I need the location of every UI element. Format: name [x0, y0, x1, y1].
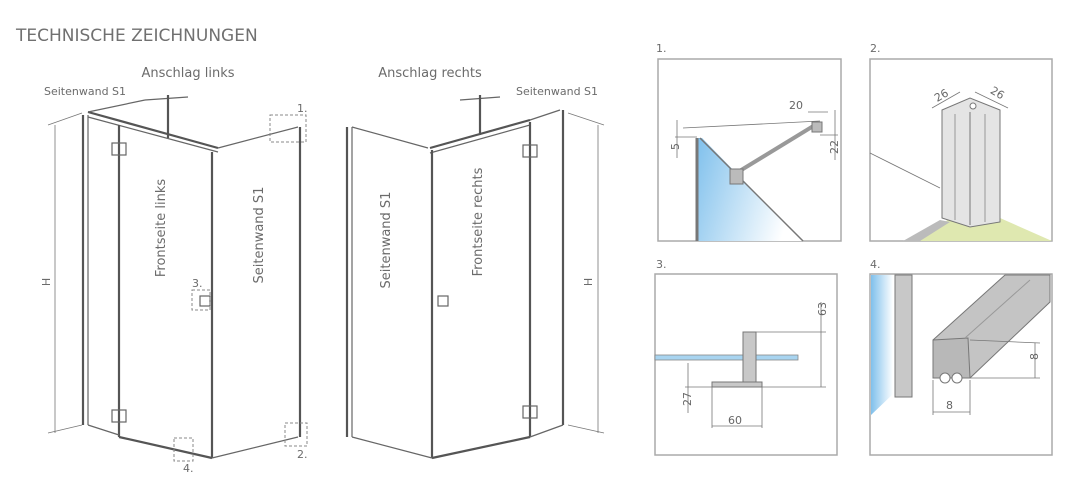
dim-22: 22	[828, 140, 841, 154]
detail-4: 4. 8 8	[869, 258, 1053, 456]
callout-4: 4.	[183, 462, 194, 475]
callout-2: 2.	[297, 448, 308, 461]
callout-1: 1.	[297, 102, 308, 115]
dim-63: 63	[816, 302, 829, 316]
dim-8-vertical: 8	[1028, 353, 1041, 360]
height-label: H	[582, 278, 595, 286]
drawing-anschlag-rechts: Anschlag rechts Seitenwand S1 H Seitenwa…	[345, 66, 605, 460]
callout-3: 3.	[192, 277, 203, 290]
front-label: Frontseite rechts	[471, 167, 486, 276]
page-heading: TECHNISCHE ZEICHNUNGEN	[15, 26, 258, 46]
dim-60: 60	[728, 414, 742, 427]
dim-8-horizontal: 8	[946, 399, 953, 412]
dim-27: 27	[681, 392, 694, 406]
front-label: Frontseite links	[154, 179, 169, 277]
detail-label: 1.	[656, 42, 667, 55]
side-wall-top-label: Seitenwand S1	[44, 85, 126, 98]
drawing-title: Anschlag rechts	[378, 66, 482, 81]
dim-5: 5	[669, 143, 682, 150]
drawing-anschlag-links: Anschlag links Seitenwand S1 H 1. 2. 3. …	[40, 66, 308, 475]
side-wall-label: Seitenwand S1	[379, 192, 394, 289]
side-wall-label: Seitenwand S1	[252, 187, 267, 284]
dim-20: 20	[789, 99, 803, 112]
detail-1: 1. 20 5 22	[656, 42, 842, 242]
height-label: H	[40, 278, 53, 286]
detail-3: 3. 63 27 60	[654, 258, 838, 456]
detail-2: 2. 26 26	[869, 42, 1053, 242]
detail-label: 2.	[870, 42, 881, 55]
detail-label: 4.	[870, 258, 881, 271]
dim-26-left: 26	[932, 86, 951, 104]
drawing-title: Anschlag links	[141, 66, 234, 81]
dim-26-right: 26	[988, 84, 1007, 102]
detail-label: 3.	[656, 258, 667, 271]
side-wall-top-label: Seitenwand S1	[516, 85, 598, 98]
